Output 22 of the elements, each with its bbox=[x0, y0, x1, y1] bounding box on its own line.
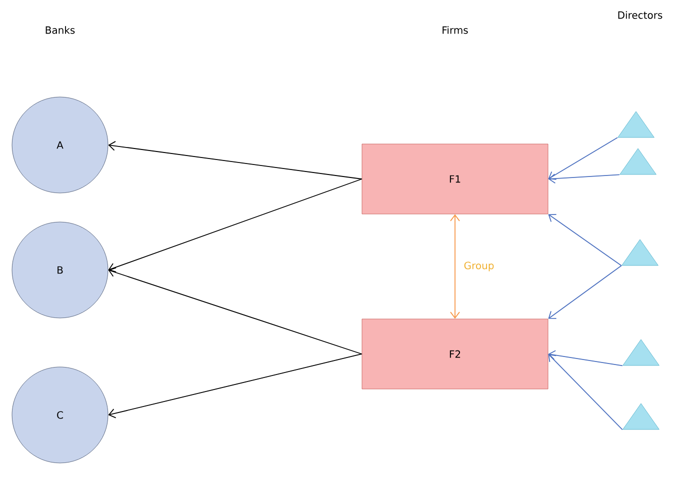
arrow bbox=[548, 354, 623, 430]
edge-label: Group bbox=[462, 260, 496, 272]
arrow bbox=[548, 214, 622, 266]
director-triangle bbox=[620, 148, 656, 175]
arrow bbox=[548, 265, 622, 319]
column-heading: Directors bbox=[618, 11, 662, 19]
arrow bbox=[548, 137, 618, 180]
column-heading: Firms bbox=[442, 26, 468, 34]
arrow bbox=[548, 350, 623, 366]
column-heading: Banks bbox=[46, 26, 75, 34]
firm-box: F2 bbox=[362, 318, 548, 390]
arrow bbox=[108, 140, 362, 180]
firm-box: F1 bbox=[362, 144, 548, 214]
director-triangle bbox=[622, 239, 658, 266]
director-triangle bbox=[622, 339, 660, 366]
arrow bbox=[108, 354, 362, 418]
director-triangle bbox=[618, 111, 654, 138]
arrow bbox=[108, 178, 362, 272]
arrow bbox=[548, 174, 620, 184]
arrow bbox=[108, 267, 362, 354]
arrow bbox=[450, 214, 460, 319]
director-triangle bbox=[622, 403, 660, 430]
